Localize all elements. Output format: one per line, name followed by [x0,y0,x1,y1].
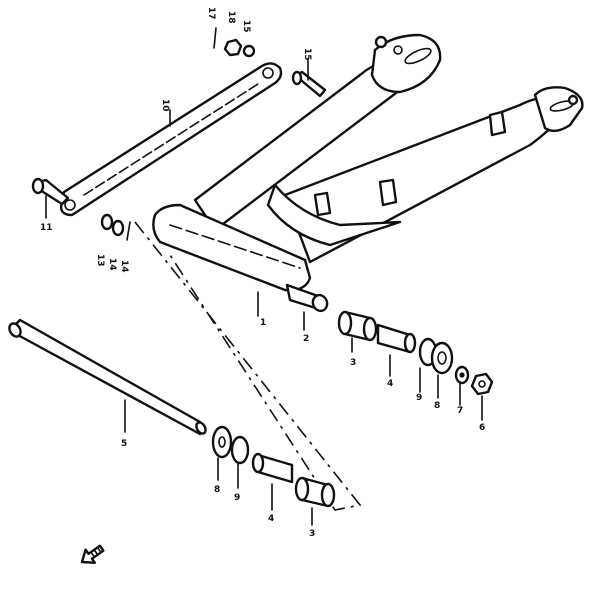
callout-18: 18 [226,11,236,24]
left-chain-adjuster-bolt-icon [374,35,388,49]
right-chain-adjuster-bolt-icon [567,94,579,106]
pivot-tube-inner-line [169,224,301,269]
callout-4-left: 4 [268,514,274,524]
dust-seal-9-left [230,435,250,465]
nut-18 [223,38,243,57]
cotter-pin-14 [126,221,131,241]
callout-3-right: 3 [350,358,356,368]
callout-2: 2 [303,334,309,344]
nut-6-hole [478,380,486,388]
callout-14-b: 14 [119,260,129,273]
cross-member-bracket-b [378,178,398,207]
front-direction-arrow-icon [80,544,105,565]
leader-lines [45,59,483,526]
callout-9-right: 9 [416,393,422,403]
callout-15-right: 15 [302,48,312,61]
nut-6 [470,372,494,396]
callout-4-right: 4 [387,379,393,389]
washer-13 [100,213,114,231]
washer-7-hole [459,372,465,378]
cotter-pin-17 [213,27,217,49]
washer-8-right-hole [437,351,447,365]
callout-5: 5 [121,439,127,449]
swingarm-cross-member [266,183,402,247]
bolt-15-head [291,70,303,86]
pivot-spacer-2-end [311,293,329,313]
callout-3-left: 3 [309,529,315,539]
assembly-guide-line [134,221,362,511]
callout-1: 1 [260,318,266,328]
bushing-3-left-back [320,482,336,508]
torque-link-rear-hole [262,67,274,79]
right-arm-bracket [488,110,507,137]
pivot-bolt-5 [13,318,205,436]
bushing-3-left-face [294,476,310,502]
pivot-bolt-5-tip [195,421,207,435]
washer-15-top [242,44,256,58]
callout-13: 13 [95,254,105,267]
callout-9-left: 9 [234,493,240,503]
callout-6: 6 [479,423,485,433]
washer-8-right [430,341,454,375]
callout-8-right: 8 [434,401,440,411]
pivot-tube [152,203,312,292]
cross-member-bracket-a [313,191,332,217]
callout-14-a: 14 [107,258,117,271]
washer-8-left [211,425,233,459]
left-plate-hole [393,45,403,55]
pivot-bolt-5-head [8,322,22,338]
callout-8-left: 8 [214,485,220,495]
callout-15-top: 15 [241,20,251,33]
callout-17: 17 [206,7,216,20]
washer-8-left-hole [218,436,226,448]
torque-link-rib [83,83,259,196]
callout-11: 11 [40,223,53,233]
nut-14-upper [111,219,125,237]
bushing-3-right-back [337,310,353,336]
sleeve-4-left-face [251,452,265,474]
callout-10: 10 [160,99,170,112]
bolt-11-head [31,177,45,195]
left-axle-slot [404,47,432,65]
torque-link-front-hole [64,199,76,211]
callout-7: 7 [457,406,463,416]
bushing-3-right-face [362,316,378,342]
sleeve-4-right-face [403,332,417,354]
